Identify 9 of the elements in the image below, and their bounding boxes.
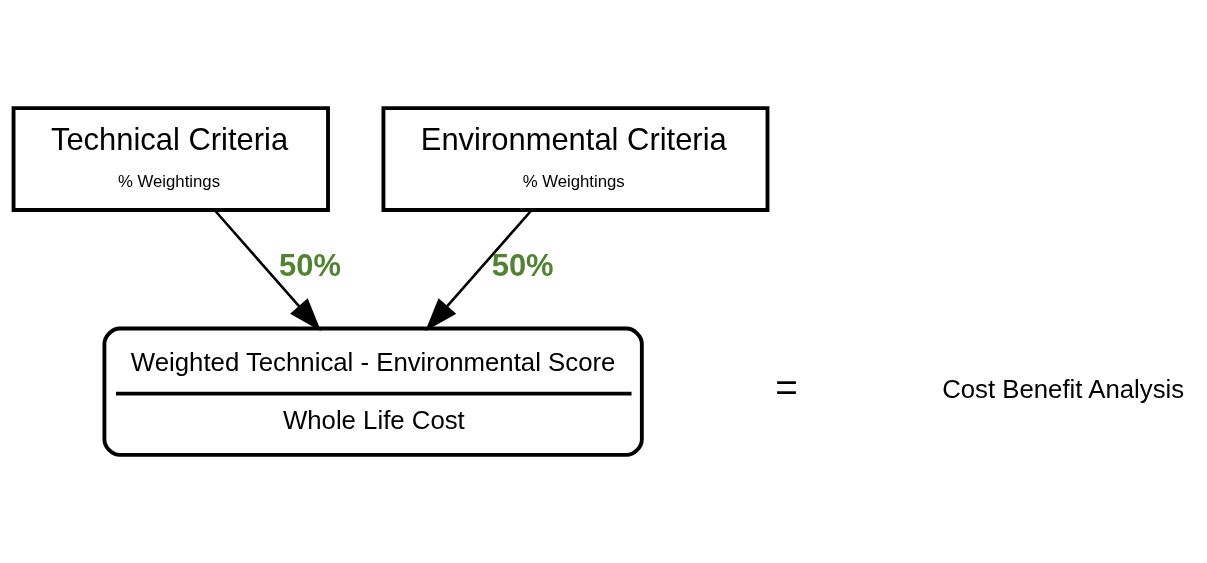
arrow bbox=[425, 209, 533, 332]
edge-label: 50% bbox=[279, 247, 341, 283]
label: = bbox=[775, 366, 798, 410]
node-box: Weighted Technical - Environmental Score Whole Life Cost bbox=[102, 326, 644, 457]
node-box: Technical Criteria % Weightings bbox=[11, 106, 330, 212]
label: Cost Benefit Analysis bbox=[942, 375, 1185, 404]
edge-label: 50% bbox=[491, 247, 554, 283]
node-box: Environmental Criteria % Weightings bbox=[381, 106, 770, 212]
arrow bbox=[213, 209, 322, 332]
